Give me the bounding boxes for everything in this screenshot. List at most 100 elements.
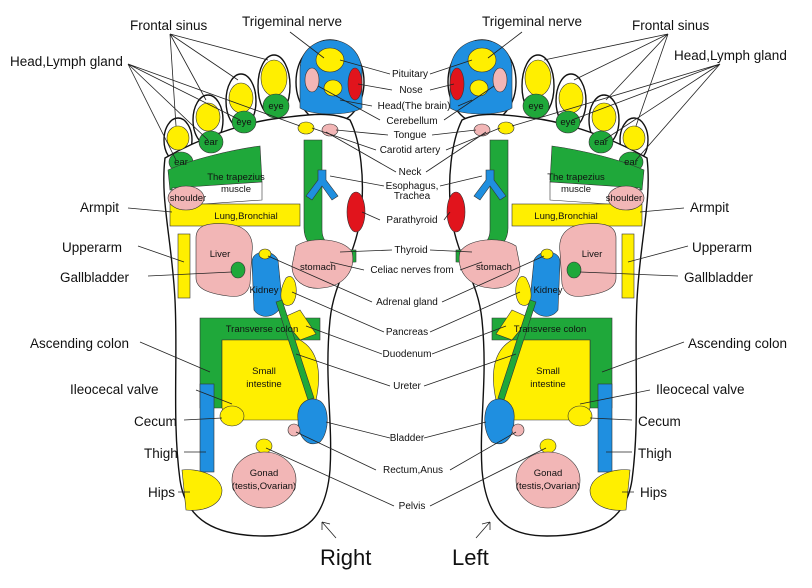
leader-bladder [325, 421, 487, 439]
zone-ear-l1: ear [624, 157, 638, 168]
right-hips-zone [181, 469, 223, 511]
left-cerebellum-zone [492, 67, 508, 93]
leader-rectum [295, 431, 517, 471]
leader-cecum [183, 417, 633, 421]
leader-cerebellum [317, 85, 495, 121]
label-ascending-colon-right: Ascending colon [30, 336, 129, 351]
zone-small-l1: Small [536, 366, 560, 377]
label-tongue: Tongue [394, 130, 427, 141]
left-trapezius-green [549, 145, 645, 191]
right-trapezius-green [167, 145, 263, 191]
leader-lines [127, 31, 721, 539]
label-upperarm-left: Upperarm [692, 240, 752, 255]
label-armpit-left: Armpit [690, 200, 729, 215]
zone-eye-r1: eye [236, 117, 251, 128]
zone-gonad-r2: (testis,Ovarian) [232, 481, 296, 492]
label-bladder: Bladder [390, 433, 425, 444]
leader-ileocecal [195, 389, 651, 405]
right-parathyroid-zone [346, 191, 366, 233]
label-upperarm-right: Upperarm [62, 240, 122, 255]
label-pelvis: Pelvis [399, 501, 426, 512]
zone-shoulder-r: shoulder [170, 193, 206, 204]
label-celiac: Celiac nerves from [370, 265, 453, 276]
right-pelvis-dot [255, 438, 273, 454]
label-parathyroid: Parathyroid [386, 215, 437, 226]
zone-gonad-l2: (testis,Ovarian) [516, 481, 580, 492]
label-trigeminal-right: Trigeminal nerve [242, 14, 342, 29]
zone-trapezius-r2: muscle [221, 184, 251, 195]
right-toe5-yellow [166, 125, 190, 151]
left-stomach-zone [458, 239, 521, 289]
label-gallbladder-right: Gallbladder [60, 270, 130, 285]
right-trachea-zone [305, 169, 339, 201]
leader-pancreas [291, 291, 521, 333]
leader-neck [325, 131, 487, 173]
right-ear-zone-2 [198, 130, 224, 154]
left-heart-liver-zone [559, 223, 617, 297]
zone-eye-r2: eye [268, 101, 283, 112]
leader-pituitary [339, 59, 473, 75]
left-pancreas-zone [515, 276, 532, 306]
label-gallbladder-left: Gallbladder [684, 270, 754, 285]
leader-head-lymph-right [127, 63, 301, 161]
left-trachea-zone [473, 169, 507, 201]
right-foot [163, 39, 366, 537]
center-labels: Pituitary Nose Head(The brain) Cerebellu… [370, 69, 453, 512]
right-small-intestine-zone [221, 339, 319, 421]
left-parathyroid-zone [446, 191, 466, 233]
left-gonad-zone [515, 451, 581, 509]
leader-head-lymph-left [511, 63, 721, 161]
label-cecum-left: Cecum [638, 414, 681, 429]
right-liver-zone [195, 223, 253, 297]
right-bladder-zone [297, 398, 328, 444]
right-toe3-yellow [228, 82, 254, 114]
right-gallbladder-zone [230, 261, 246, 279]
right-pituitary-dot [323, 79, 343, 97]
left-rectum-zone [511, 423, 525, 437]
left-toe5-yellow [622, 125, 646, 151]
leader-duodenum [305, 325, 507, 355]
label-ileocecal-left: Ileocecal valve [656, 382, 745, 397]
zone-small-r1: Small [252, 366, 276, 377]
right-arrow [321, 521, 337, 539]
outer-labels: Frontal sinus Frontal sinus Trigeminal n… [10, 14, 787, 500]
right-eye-zone-2 [262, 93, 290, 119]
leader-trigeminal [289, 31, 523, 59]
label-ascending-colon-left: Ascending colon [688, 336, 787, 351]
right-toe4-yellow [195, 102, 221, 132]
zone-small-l2: intestine [530, 379, 565, 390]
zone-ear-r1: ear [174, 157, 188, 168]
right-toe2-yellow [260, 59, 288, 97]
leader-thyroid [339, 249, 473, 253]
right-eye-zone [231, 110, 257, 134]
label-head-brain: Head(The brain) [378, 101, 451, 112]
label-nose: Nose [399, 85, 423, 96]
label-thigh-left: Thigh [638, 446, 672, 461]
left-bladder-zone [484, 398, 515, 444]
leader-frontal-sinus-left [543, 33, 669, 127]
right-pancreas-zone [280, 276, 297, 306]
leader-esophagus [329, 175, 483, 187]
label-hips-left: Hips [640, 485, 667, 500]
left-ear-zone-2 [588, 130, 614, 154]
label-esophagus-2: Trachea [394, 191, 431, 202]
label-cerebellum: Cerebellum [386, 116, 437, 127]
leader-adrenal [267, 255, 545, 303]
label-frontal-sinus-right: Frontal sinus [130, 18, 208, 33]
leader-armpit [127, 207, 685, 213]
zone-stomach-l: stomach [476, 262, 512, 273]
leader-tongue [335, 129, 477, 136]
label-rectum: Rectum,Anus [383, 465, 443, 476]
left-thigh-zone [597, 383, 613, 473]
zone-trapezius-l1: The trapezius [547, 172, 605, 183]
left-ureter-zone [497, 299, 537, 401]
left-toe4-yellow [591, 102, 617, 132]
left-eye-zone-2 [522, 93, 550, 119]
zone-liver-l: Liver [582, 249, 603, 260]
left-cecum-zone [567, 405, 593, 427]
left-small-intestine-zone [493, 339, 591, 421]
left-pituitary-zone [467, 47, 497, 73]
right-thigh-zone [199, 383, 215, 473]
left-gallbladder-zone [566, 261, 582, 279]
